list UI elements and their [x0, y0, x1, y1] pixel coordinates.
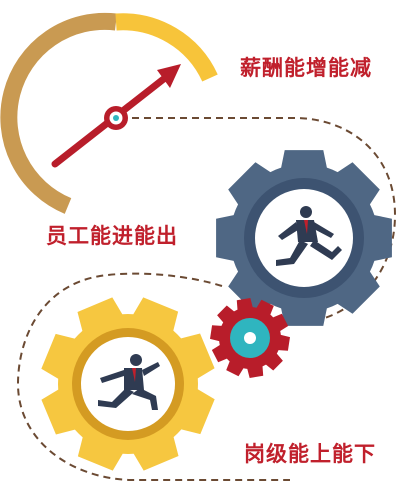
- running-businessman-icon: [98, 354, 160, 410]
- gauge-icon: [0, 12, 218, 214]
- label-salary: 薪酬能增能减: [240, 56, 372, 80]
- gear-large: [216, 150, 392, 326]
- label-position: 岗级能上能下: [244, 442, 376, 466]
- running-businessman-icon: [276, 206, 342, 266]
- dashed-connector-top: [120, 117, 397, 323]
- dashed-connector-bottom: [16, 272, 290, 481]
- gear-small: [210, 298, 290, 378]
- gear-yellow: [41, 297, 215, 471]
- needle-arrow-icon: [51, 64, 181, 168]
- label-staff: 员工能进能出: [46, 224, 178, 248]
